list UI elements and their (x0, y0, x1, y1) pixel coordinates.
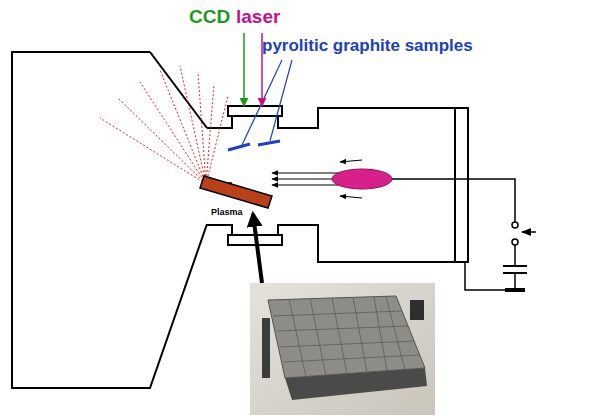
plasma-label: Plasma (211, 208, 243, 218)
tile-photo (250, 283, 435, 415)
vacuum-chamber (12, 52, 468, 388)
circuit (392, 179, 536, 290)
emission-rays (100, 66, 228, 184)
ccd-arrow (243, 33, 245, 106)
tile-holder (200, 176, 272, 208)
plasma-source (332, 169, 392, 189)
samples-label: pyrolitic graphite samples (262, 37, 473, 56)
leader-lines (242, 60, 292, 145)
laser-label: laser (236, 7, 280, 28)
ccd-label: CCD (189, 7, 230, 28)
graphite-samples (228, 141, 280, 150)
photo-arrow (253, 214, 262, 283)
